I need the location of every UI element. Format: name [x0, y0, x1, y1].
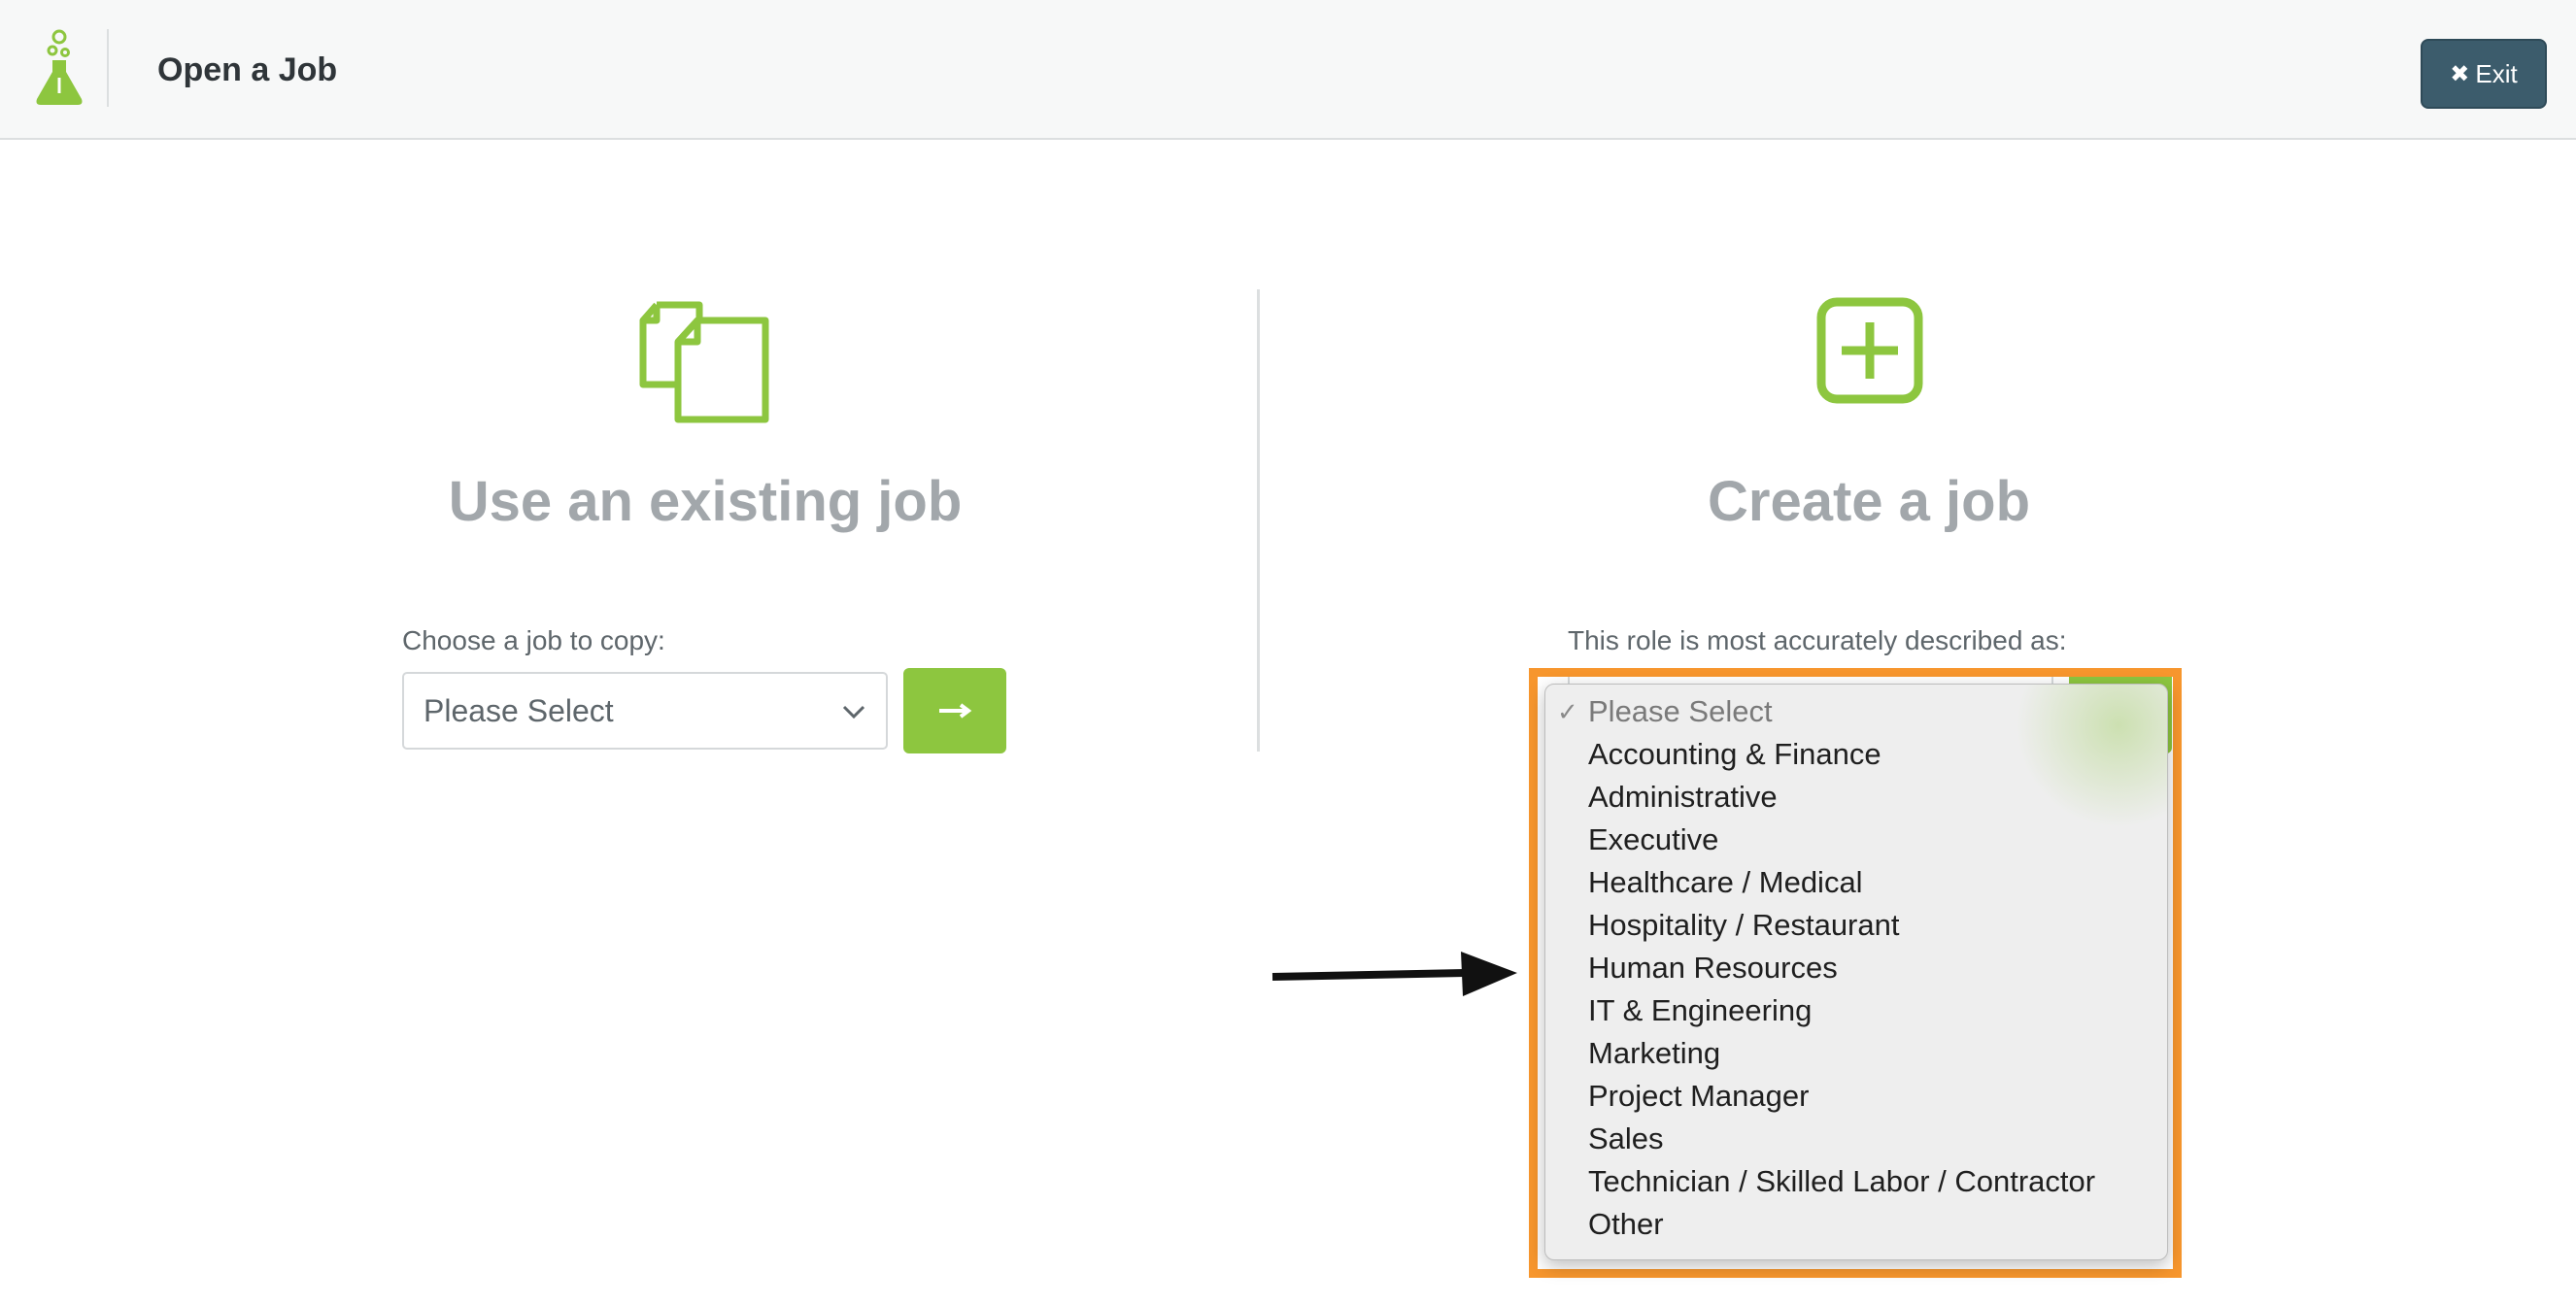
- copy-job-label: Choose a job to copy:: [402, 625, 665, 655]
- dropdown-option[interactable]: Healthcare / Medical: [1588, 865, 1863, 899]
- arrow-right-icon: [939, 703, 972, 719]
- dropdown-option[interactable]: Hospitality / Restaurant: [1588, 908, 1900, 942]
- exit-label: Exit: [2475, 58, 2518, 88]
- create-job-heading: Create a job: [1708, 470, 2030, 533]
- column-divider: [1257, 289, 1260, 752]
- copy-job-go-button[interactable]: [903, 668, 1006, 753]
- dropdown-option[interactable]: Sales: [1588, 1121, 1664, 1155]
- dropdown-option-please-select[interactable]: ✓ Please Select: [1545, 690, 2167, 733]
- plus-square-icon: [1816, 297, 1923, 404]
- header-divider: [107, 29, 109, 107]
- role-category-label: This role is most accurately described a…: [1568, 625, 2067, 655]
- dropdown-option[interactable]: Accounting & Finance: [1588, 737, 1881, 771]
- dropdown-option[interactable]: Marketing: [1588, 1036, 1721, 1070]
- close-icon: ✖: [2450, 60, 2470, 87]
- copy-job-select-value: Please Select: [424, 692, 614, 728]
- existing-job-heading: Use an existing job: [448, 470, 963, 533]
- page-title: Open a Job: [157, 51, 338, 88]
- role-category-dropdown: ✓ Please Select Accounting & Finance Adm…: [1544, 684, 2168, 1260]
- copy-documents-icon: [639, 301, 769, 423]
- highlight-annotation: [1529, 668, 2182, 1278]
- flask-logo-icon[interactable]: [31, 29, 87, 107]
- pointer-arrow-icon: [1271, 952, 1517, 996]
- dropdown-option[interactable]: Project Manager: [1588, 1079, 1810, 1113]
- dropdown-option[interactable]: Human Resources: [1588, 951, 1838, 985]
- exit-button[interactable]: ✖ Exit: [2421, 39, 2547, 109]
- dropdown-option[interactable]: Executive: [1588, 822, 1719, 856]
- chevron-down-icon: [842, 705, 865, 719]
- checkmark-icon: ✓: [1557, 697, 1578, 726]
- app-header: Open a Job ✖ Exit: [0, 0, 2576, 140]
- dropdown-option[interactable]: Administrative: [1588, 780, 1778, 814]
- dropdown-option[interactable]: Technician / Skilled Labor / Contractor: [1588, 1164, 2096, 1198]
- dropdown-option[interactable]: Other: [1588, 1207, 1664, 1241]
- copy-job-select[interactable]: Please Select: [402, 672, 888, 750]
- dropdown-option[interactable]: IT & Engineering: [1588, 993, 1813, 1027]
